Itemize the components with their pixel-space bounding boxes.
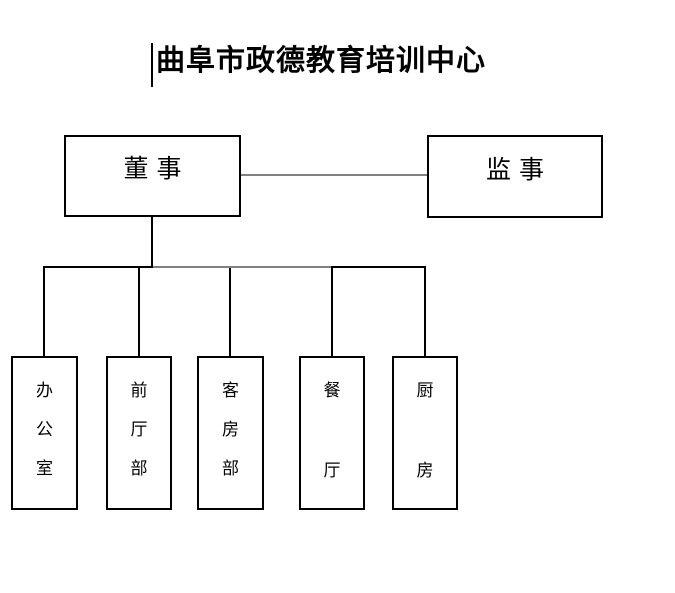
label-char: 餐 [323,381,341,400]
label-char: 房 [416,461,434,480]
page-title: 曲阜市政德教育培训中心 [156,45,487,77]
label-char: 室 [36,459,53,478]
node-dining-hall-label: 餐厅 [324,358,341,508]
label-char: 房 [222,420,239,439]
node-kitchen-label: 厨房 [417,358,434,508]
node-kitchen: 厨房 [392,356,458,510]
label-char: 部 [222,459,239,478]
node-supervisor-label: 监事 [486,158,544,183]
label-char: 董 [123,155,149,183]
connector-drop-front-office [138,268,140,356]
node-front-office-label: 前厅部 [131,358,148,508]
label-char: 监 [485,157,511,184]
connector-director-supervisor [241,174,427,176]
node-director-label: 董事 [123,157,181,182]
connector-director-drop [151,217,153,267]
label-char: 厅 [323,461,341,480]
label-char: 厨 [416,381,434,400]
label-char: 公 [36,420,53,439]
label-char: 事 [519,157,545,184]
node-dining-hall: 餐厅 [299,356,365,510]
label-char: 厅 [130,420,148,439]
node-housekeeping-label: 客房部 [222,358,239,508]
node-director: 董事 [64,135,241,217]
node-front-office: 前厅部 [106,356,172,510]
label-char: 事 [156,155,182,183]
node-supervisor: 监事 [427,135,603,218]
node-office-label: 办公室 [36,358,53,508]
connector-drop-dining-hall [331,268,333,356]
label-char: 前 [130,381,148,400]
label-char: 客 [222,381,239,400]
text-cursor-bar [151,43,153,87]
label-char: 办 [36,381,53,400]
connector-rail-middle [153,266,331,268]
connector-drop-housekeeping [229,268,231,356]
node-housekeeping: 客房部 [197,356,264,510]
connector-rail-right [331,266,426,268]
node-office: 办公室 [11,356,78,510]
connector-rail-left [43,266,153,268]
connector-drop-kitchen [424,266,426,356]
connector-drop-office [43,266,45,356]
label-char: 部 [130,459,148,478]
